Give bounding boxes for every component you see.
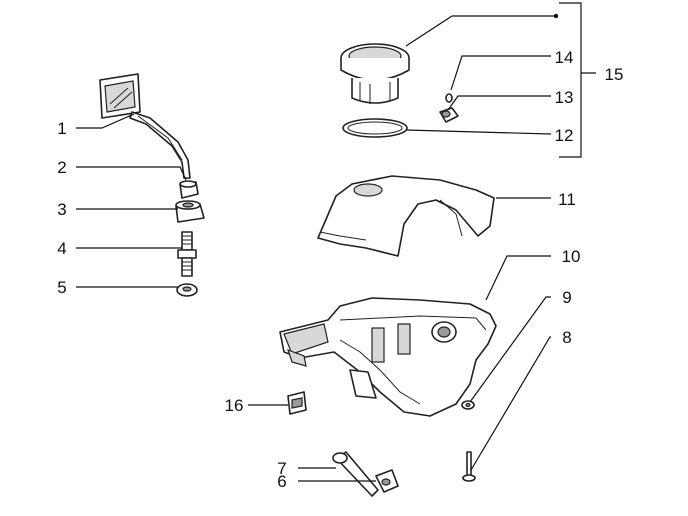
block-part bbox=[287, 391, 307, 415]
callout-14: 14 bbox=[555, 48, 574, 67]
callout-11: 11 bbox=[558, 190, 576, 209]
mirror-part bbox=[99, 73, 191, 179]
leader-13 bbox=[447, 95, 551, 111]
leader-2 bbox=[76, 166, 187, 181]
handlebar-housing-part bbox=[279, 297, 497, 417]
seal-ring-part bbox=[342, 118, 408, 138]
washer-part bbox=[176, 283, 198, 297]
leader-10 bbox=[485, 255, 551, 301]
gauge-part bbox=[340, 43, 410, 104]
callout-9: 9 bbox=[562, 288, 571, 307]
bracket-15 bbox=[559, 2, 596, 158]
stud-part bbox=[177, 231, 197, 277]
leader-8 bbox=[470, 336, 551, 471]
top-cover-part bbox=[317, 175, 495, 257]
bulb-part bbox=[439, 93, 459, 123]
callout-3: 3 bbox=[57, 200, 66, 219]
callout-8: 8 bbox=[562, 328, 571, 347]
callout-10: 10 bbox=[562, 247, 581, 266]
callout-16: 16 bbox=[225, 396, 244, 415]
callout-5: 5 bbox=[57, 278, 66, 297]
leader-1 bbox=[76, 113, 135, 129]
callout-6: 6 bbox=[277, 472, 286, 491]
leader-12 bbox=[405, 129, 552, 135]
callout-labels: 1 2 3 4 5 6 7 8 9 10 11 12 13 14 15 16 bbox=[57, 48, 623, 491]
callout-13: 13 bbox=[555, 88, 574, 107]
leader-lines bbox=[76, 2, 596, 482]
bushing-part bbox=[175, 200, 205, 223]
callout-1: 1 bbox=[57, 119, 66, 138]
callout-2: 2 bbox=[57, 158, 66, 177]
bolt-part bbox=[332, 451, 379, 497]
nut-part bbox=[179, 180, 199, 199]
callout-15: 15 bbox=[605, 65, 624, 84]
callout-7: 7 bbox=[277, 459, 286, 478]
callout-4: 4 bbox=[57, 239, 66, 258]
clip-nut-part bbox=[375, 469, 399, 493]
leader-gauge bbox=[405, 15, 556, 47]
callout-12: 12 bbox=[555, 126, 574, 145]
long-screw-part bbox=[462, 451, 476, 482]
small-washer-part bbox=[461, 400, 475, 410]
leader-9 bbox=[469, 296, 551, 403]
leader-14 bbox=[450, 55, 551, 91]
